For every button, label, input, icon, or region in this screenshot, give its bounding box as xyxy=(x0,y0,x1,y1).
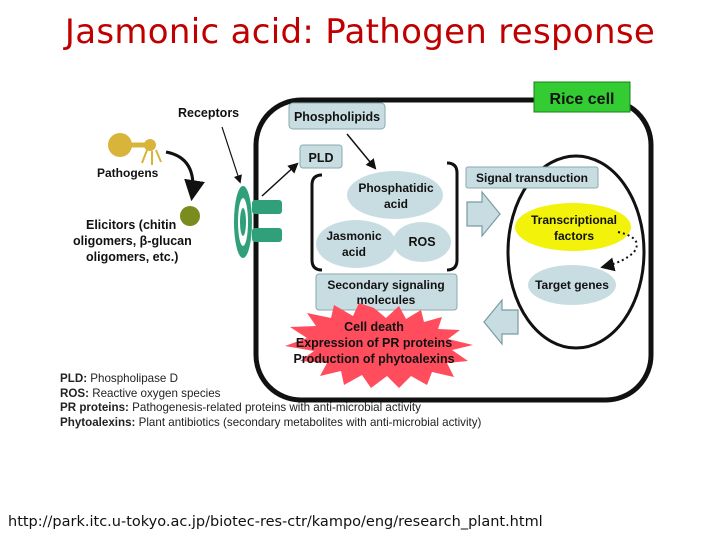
receptor-to-pld-arrow xyxy=(261,162,299,197)
jasmonic-acid-label-line-1: Jasmonic xyxy=(326,229,382,243)
phospholipids-label: Phospholipids xyxy=(294,110,380,124)
legend-term: ROS: xyxy=(60,386,89,400)
rice-cell-label-box xyxy=(533,81,631,113)
right-bracket xyxy=(446,161,459,272)
phospholipids-box xyxy=(288,102,386,130)
pld-box xyxy=(299,144,343,169)
target-genes-label: Target genes xyxy=(535,278,609,292)
secondary-signaling-label-line-2: molecules xyxy=(357,293,416,307)
legend-definition: Pathogenesis-related proteins with anti-… xyxy=(132,401,421,415)
ros-label: ROS xyxy=(408,235,435,249)
response-block-arrow xyxy=(483,298,519,346)
receptor-icon xyxy=(234,186,282,258)
legend-item: PR proteins: Pathogenesis-related protei… xyxy=(60,401,481,416)
pld-label: PLD xyxy=(309,151,334,165)
elicitors-label-line-2: oligomers, β-glucan xyxy=(73,234,192,248)
rice-cell-membrane xyxy=(253,97,654,403)
elicitors-label-line-3: oligomers, etc.) xyxy=(86,250,178,264)
response-burst xyxy=(285,303,473,388)
phosphatidic-acid-node xyxy=(347,171,443,219)
legend-item: Phytoalexins: Plant antibiotics (seconda… xyxy=(60,416,481,431)
phosphatidic-acid-label-line-2: acid xyxy=(384,197,408,211)
pathogen-to-elicitor-arrow xyxy=(165,150,205,202)
receptors-arrow xyxy=(221,126,242,184)
legend-definition: Plant antibiotics (secondary metabolites… xyxy=(138,415,482,429)
phospholipids-to-pa-arrow xyxy=(346,133,377,170)
response-line-1: Cell death xyxy=(344,320,404,334)
signal-block-arrow xyxy=(466,190,501,238)
signal-transduction-box xyxy=(465,166,599,189)
response-line-3: Production of phytoalexins xyxy=(293,352,454,366)
secondary-signaling-label-line-1: Secondary signaling xyxy=(327,278,444,292)
nucleus xyxy=(506,154,646,350)
factors-to-genes-arrow xyxy=(600,231,638,272)
elicitors-label-line-1: Elicitors (chitin xyxy=(86,218,176,232)
legend-term: PLD: xyxy=(60,372,88,385)
transcriptional-factors-label-line-1: Transcriptional xyxy=(531,213,617,227)
transcriptional-factors-node xyxy=(515,203,631,251)
left-bracket xyxy=(310,173,323,272)
phosphatidic-acid-label-line-1: Phosphatidic xyxy=(358,181,434,195)
legend: PLD: Phospholipase D ROS: Reactive oxyge… xyxy=(60,372,481,430)
slide-title: Jasmonic acid: Pathogen response xyxy=(64,12,656,52)
legend-item: ROS: Reactive oxygen species xyxy=(60,387,481,402)
response-line-2: Expression of PR proteins xyxy=(296,336,452,350)
transcriptional-factors-label-line-2: factors xyxy=(554,229,594,243)
jasmonic-acid-node xyxy=(316,220,396,268)
jasmonic-acid-label-line-2: acid xyxy=(342,245,366,259)
elicitor-molecule xyxy=(180,206,200,226)
legend-term: PR proteins: xyxy=(60,401,129,415)
legend-term: Phytoalexins: xyxy=(60,415,136,429)
rice-cell-label: Rice cell xyxy=(550,91,615,108)
signal-transduction-label: Signal transduction xyxy=(476,171,588,185)
source-url[interactable]: http://park.itc.u-tokyo.ac.jp/biotec-res… xyxy=(8,514,543,530)
pathogens-label: Pathogens xyxy=(97,166,159,180)
legend-definition: Reactive oxygen species xyxy=(92,386,221,400)
receptors-label: Receptors xyxy=(178,106,239,120)
target-genes-node xyxy=(528,265,616,305)
legend-definition: Phospholipase D xyxy=(90,372,178,385)
ros-node xyxy=(393,222,451,262)
pathogen-icon xyxy=(108,133,162,165)
secondary-signaling-box xyxy=(315,273,458,311)
legend-item: PLD: Phospholipase D xyxy=(60,372,481,387)
